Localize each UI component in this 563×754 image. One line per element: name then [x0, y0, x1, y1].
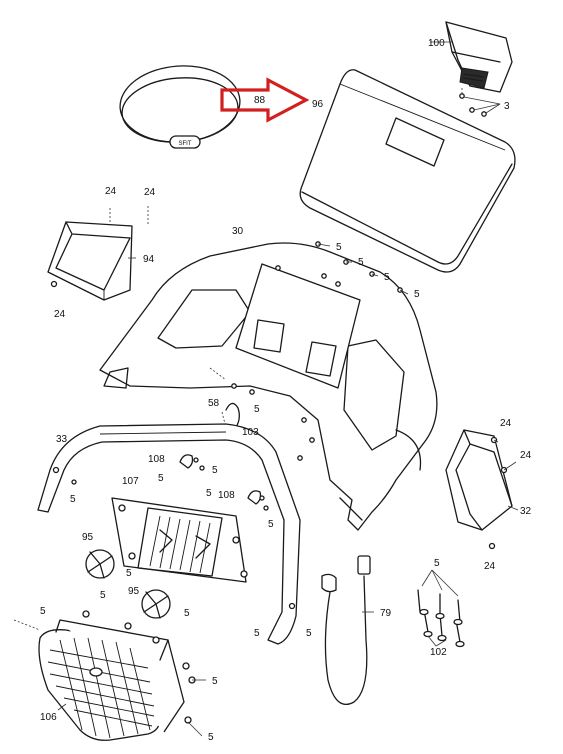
- label-88: 88: [254, 95, 266, 106]
- part-labels: 100 3 96 88 24 24 94 24 30 5 5 5 5 58 5 …: [40, 38, 532, 743]
- part-30-console-shroud: [99, 242, 438, 531]
- part-33-handrail: [37, 423, 301, 645]
- label-5j: 5: [268, 519, 274, 530]
- part-95-fans: [85, 549, 171, 619]
- label-5r: 5: [212, 676, 218, 687]
- part-100-bracket: [430, 21, 513, 93]
- label-5s: 5: [208, 732, 214, 743]
- strap-logo-text: SFIT: [179, 141, 192, 147]
- label-95a: 95: [82, 532, 94, 543]
- label-5a: 5: [336, 242, 342, 253]
- leader-lines: [57, 243, 519, 737]
- label-102: 102: [430, 647, 447, 658]
- label-95b: 95: [128, 586, 140, 597]
- label-5c: 5: [384, 272, 390, 283]
- label-5q: 5: [40, 606, 46, 617]
- label-5b: 5: [358, 257, 364, 268]
- label-5h: 5: [158, 473, 164, 484]
- highlight-arrow: [220, 77, 310, 123]
- label-106: 106: [40, 712, 57, 723]
- label-5d: 5: [414, 289, 420, 300]
- label-5i: 5: [206, 488, 212, 499]
- part-106-grille: [13, 610, 196, 741]
- label-5o: 5: [306, 628, 312, 639]
- label-5g: 5: [70, 494, 76, 505]
- label-5m: 5: [184, 608, 190, 619]
- label-24e: 24: [520, 450, 532, 461]
- label-32: 32: [520, 506, 532, 517]
- label-24f: 24: [484, 561, 496, 572]
- label-24b: 24: [144, 187, 156, 198]
- part-79-cable: [321, 555, 371, 706]
- label-100: 100: [428, 38, 445, 49]
- label-24c: 24: [54, 309, 66, 320]
- screws-3: [459, 88, 501, 117]
- label-58: 58: [208, 398, 220, 409]
- part-88-chest-strap: SFIT: [119, 65, 241, 149]
- label-107: 107: [122, 476, 139, 487]
- label-3: 3: [504, 101, 510, 112]
- part-107-fan-housing: [111, 497, 248, 583]
- label-33: 33: [56, 434, 68, 445]
- label-5l: 5: [100, 590, 106, 601]
- part-102-bolts: [417, 569, 465, 648]
- part-32-right-tray: [445, 429, 513, 550]
- grille-mesh: [47, 637, 155, 739]
- label-108b: 108: [218, 490, 235, 501]
- label-103: 103: [242, 427, 259, 438]
- label-5e: 5: [254, 404, 260, 415]
- label-5f: 5: [212, 465, 218, 476]
- label-24a: 24: [105, 186, 117, 197]
- label-94: 94: [143, 254, 155, 265]
- label-5k: 5: [126, 568, 132, 579]
- part-94-left-tray: [47, 206, 149, 301]
- label-108a: 108: [148, 454, 165, 465]
- label-24d: 24: [500, 418, 512, 429]
- label-5n: 5: [254, 628, 260, 639]
- part-108-clips: [71, 454, 269, 511]
- label-96: 96: [312, 99, 324, 110]
- label-79: 79: [380, 608, 392, 619]
- label-30: 30: [232, 226, 244, 237]
- part-96-console-cover: [299, 69, 516, 273]
- label-5p: 5: [434, 558, 440, 569]
